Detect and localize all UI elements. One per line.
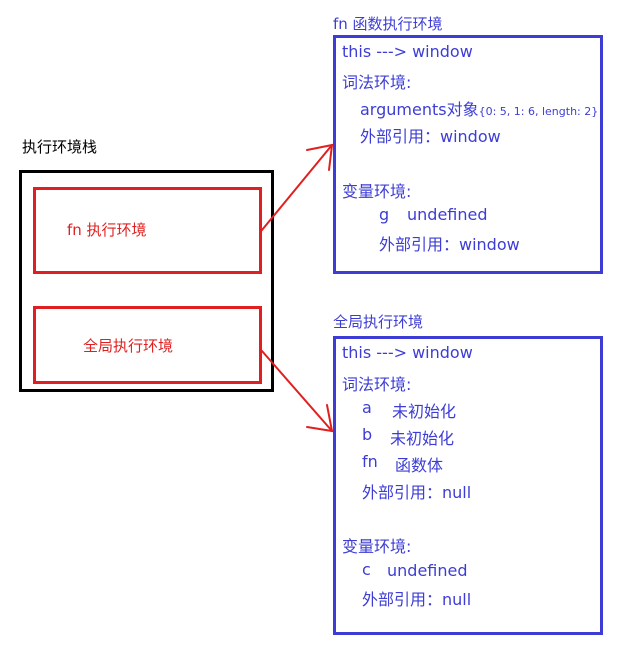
global-var-a-value: 未初始化 — [392, 402, 457, 421]
global-var-fn-name: fn — [362, 452, 378, 471]
fn-variable-heading: 变量环境: — [342, 182, 412, 201]
fn-arguments-value: {0: 5, 1: 6, length: 2} — [478, 105, 599, 118]
global-context-title: 全局执行环境 — [333, 313, 424, 331]
fn-arguments-entry: arguments对象{0: 5, 1: 6, length: 2} — [360, 96, 598, 120]
stack-title: 执行环境栈 — [22, 138, 98, 156]
fn-lexical-heading: 词法环境: — [342, 73, 412, 92]
global-var-a-name: a — [362, 398, 372, 417]
fn-frame-box — [33, 187, 262, 274]
fn-variable-outer: 外部引用：window — [379, 235, 520, 254]
global-variable-heading: 变量环境: — [342, 537, 412, 556]
fn-var-g-name: g — [379, 205, 390, 224]
global-lexical-heading: 词法环境: — [342, 375, 412, 394]
global-var-c-value: undefined — [387, 561, 468, 580]
fn-context-title: fn 函数执行环境 — [333, 15, 443, 33]
fn-frame-label: fn 执行环境 — [67, 221, 147, 239]
global-context-panel — [333, 336, 603, 635]
global-frame-box — [33, 306, 262, 384]
arrow-global-head — [306, 404, 334, 433]
global-var-b-name: b — [362, 425, 373, 444]
arrow-fn-head — [306, 143, 334, 171]
global-var-b-value: 未初始化 — [390, 429, 455, 448]
fn-this-binding: this ---> window — [342, 42, 473, 61]
global-this-binding: this ---> window — [342, 343, 473, 362]
global-var-fn-value: 函数体 — [395, 456, 444, 475]
global-variable-outer: 外部引用：null — [362, 590, 472, 609]
global-var-c-name: c — [362, 560, 371, 579]
fn-arguments-label: arguments对象 — [360, 100, 479, 119]
global-frame-label: 全局执行环境 — [83, 337, 174, 355]
global-lexical-outer: 外部引用：null — [362, 483, 472, 502]
arrow-global-line — [261, 350, 333, 432]
fn-var-g-value: undefined — [407, 205, 488, 224]
arrow-fn-line — [261, 144, 333, 231]
execution-stack — [19, 170, 274, 392]
fn-lexical-outer: 外部引用：window — [360, 127, 501, 146]
fn-context-panel — [333, 35, 603, 274]
